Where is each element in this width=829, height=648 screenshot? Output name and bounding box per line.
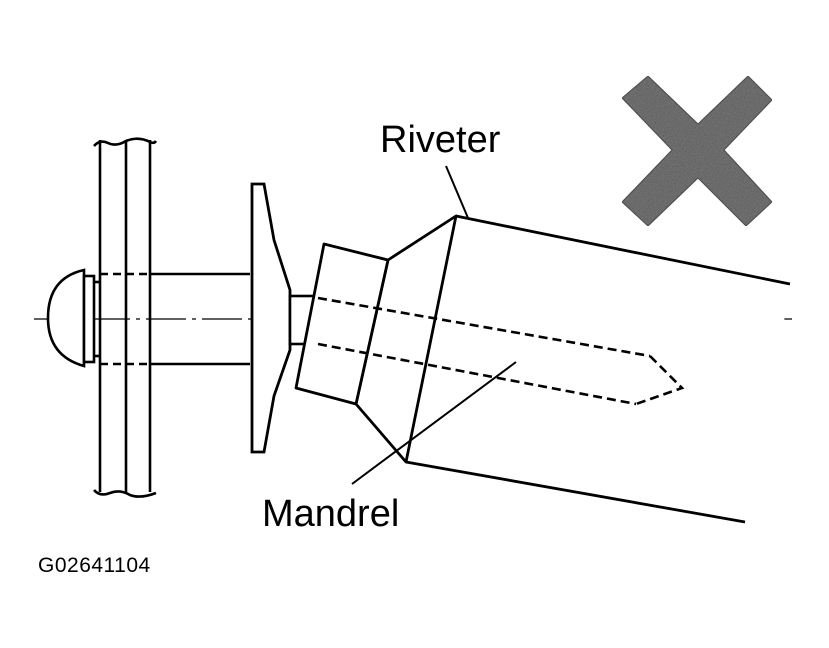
mandrel-hidden bbox=[317, 296, 685, 406]
cross-x-icon bbox=[621, 75, 773, 227]
figure-id-label: G02641104 bbox=[38, 554, 151, 577]
rivet-head bbox=[46, 268, 100, 368]
mandrel-label: Mandrel bbox=[262, 493, 400, 535]
riveter-label: Riveter bbox=[380, 119, 501, 161]
rivet-flange bbox=[250, 182, 292, 454]
rivet-body bbox=[100, 272, 250, 366]
riveter-tool bbox=[294, 214, 791, 524]
leader-lines bbox=[351, 165, 517, 485]
panel-sheet bbox=[93, 137, 158, 498]
